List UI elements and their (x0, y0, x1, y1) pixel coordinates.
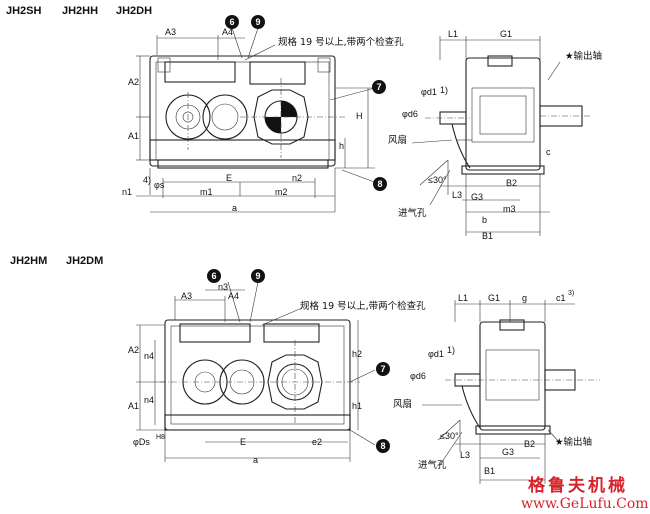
dim2-g1: G1 (488, 293, 501, 303)
callout-8-icon-2: 8 (376, 439, 390, 453)
dim-b2: B2 (506, 178, 518, 188)
callout-6-icon: 6 (225, 15, 239, 29)
dim2-a1: A1 (128, 401, 140, 411)
dim-h-lower: h (339, 141, 345, 151)
dim2-a: a (253, 455, 259, 465)
callout-8-icon: 8 (373, 177, 387, 191)
dim-g3: G3 (471, 192, 484, 202)
dim-e: E (226, 173, 233, 183)
dim-h-upper: H (356, 111, 363, 121)
dim-n1: n1 (122, 187, 133, 197)
dim2-d6: φd6 (410, 371, 426, 381)
dim2-e2: e2 (312, 437, 323, 447)
callout-9-icon: 9 (251, 15, 265, 29)
dim-d1: φd1 (421, 87, 437, 97)
dim-g1: G1 (500, 29, 513, 39)
fan-label: 风扇 (388, 135, 408, 146)
dim-b1: B1 (482, 231, 494, 241)
callout-7-icon: 7 (372, 80, 386, 94)
dim-d1-note: 1) (440, 85, 449, 95)
dim-m3: m3 (503, 204, 516, 214)
output-shaft-text-2: 输出轴 (563, 437, 593, 448)
dim-l1: L1 (448, 29, 459, 39)
output-shaft-text: 输出轴 (573, 51, 603, 62)
dim-c: c (546, 147, 551, 157)
fan-label-2: 风扇 (393, 399, 413, 410)
air-inlet-label: 进气孔 (398, 208, 427, 219)
dim2-c1-note: 3) (568, 290, 575, 297)
dim-s-note: 4) (143, 175, 152, 185)
dim2-n4b: n4 (144, 395, 155, 405)
dim2-c1: c1 (556, 293, 566, 303)
dim2-a4: A4 (228, 291, 240, 301)
dim2-n3: n3 (218, 282, 229, 292)
watermark-brand: 格鲁夫机械 (528, 476, 628, 496)
dim2-n4a: n4 (144, 351, 155, 361)
dim2-h1: h1 (352, 401, 363, 411)
dim-a: a (232, 203, 238, 213)
inspection-hole-note: 规格 19 号以上,带两个检查孔 (278, 37, 404, 48)
dim2-l3: L3 (460, 450, 471, 460)
dim-m1: m1 (200, 187, 213, 197)
gearbox-front-view-2 (136, 281, 376, 462)
dim2-g: g (522, 293, 528, 303)
model-label-jh2sh: JH2SH (6, 5, 42, 17)
dim2-g3: G3 (502, 447, 515, 457)
watermark-url: www.GeLufu.Com (521, 496, 649, 512)
dim-a2: A2 (128, 77, 140, 87)
dim2-b1: B1 (484, 466, 496, 476)
dim-a3: A3 (165, 27, 177, 37)
dim2-a2: A2 (128, 345, 140, 355)
model-label-jh2dh: JH2DH (116, 5, 153, 17)
dim-n2: n2 (292, 173, 303, 183)
dim-s: φs (154, 180, 165, 190)
dim2-l1: L1 (458, 293, 469, 303)
air-inlet-label-2: 进气孔 (418, 460, 447, 471)
dim-l3: L3 (452, 190, 463, 200)
dim2-h2: h2 (352, 349, 363, 359)
dim-angle: ≤30° (428, 175, 447, 185)
dim2-b2: B2 (524, 439, 536, 449)
gearbox-front-view-1 (136, 27, 378, 213)
model-label-jh2dm: JH2DM (66, 255, 104, 267)
dim2-a3: A3 (181, 291, 193, 301)
output-shaft-label-2: ★输出轴 (555, 437, 593, 448)
callout-9-icon-2: 9 (251, 269, 265, 283)
dim-a4: A4 (222, 27, 234, 37)
dim-m2: m2 (275, 187, 288, 197)
dim2-e: E (240, 437, 247, 447)
dim2-s: φDs (133, 437, 150, 447)
model-label-jh2hm: JH2HM (10, 255, 48, 267)
gearbox-side-view-1 (411, 36, 590, 236)
dim-a1: A1 (128, 131, 140, 141)
inspection-hole-note-2: 规格 19 号以上,带两个检查孔 (300, 301, 426, 312)
gearbox-side-view-2 (422, 300, 600, 484)
dim2-d1: φd1 (428, 349, 444, 359)
model-label-jh2hh: JH2HH (62, 5, 99, 17)
dim2-angle: ≤30° (440, 431, 459, 441)
dim-d6: φd6 (402, 109, 418, 119)
dim-b: b (482, 215, 488, 225)
dim2-d1-note: 1) (447, 345, 456, 355)
callout-7-icon-2: 7 (376, 362, 390, 376)
callout-6-icon-2: 6 (207, 269, 221, 283)
dim2-s-note: H8 (156, 434, 165, 441)
output-shaft-label: ★输出轴 (565, 51, 603, 62)
